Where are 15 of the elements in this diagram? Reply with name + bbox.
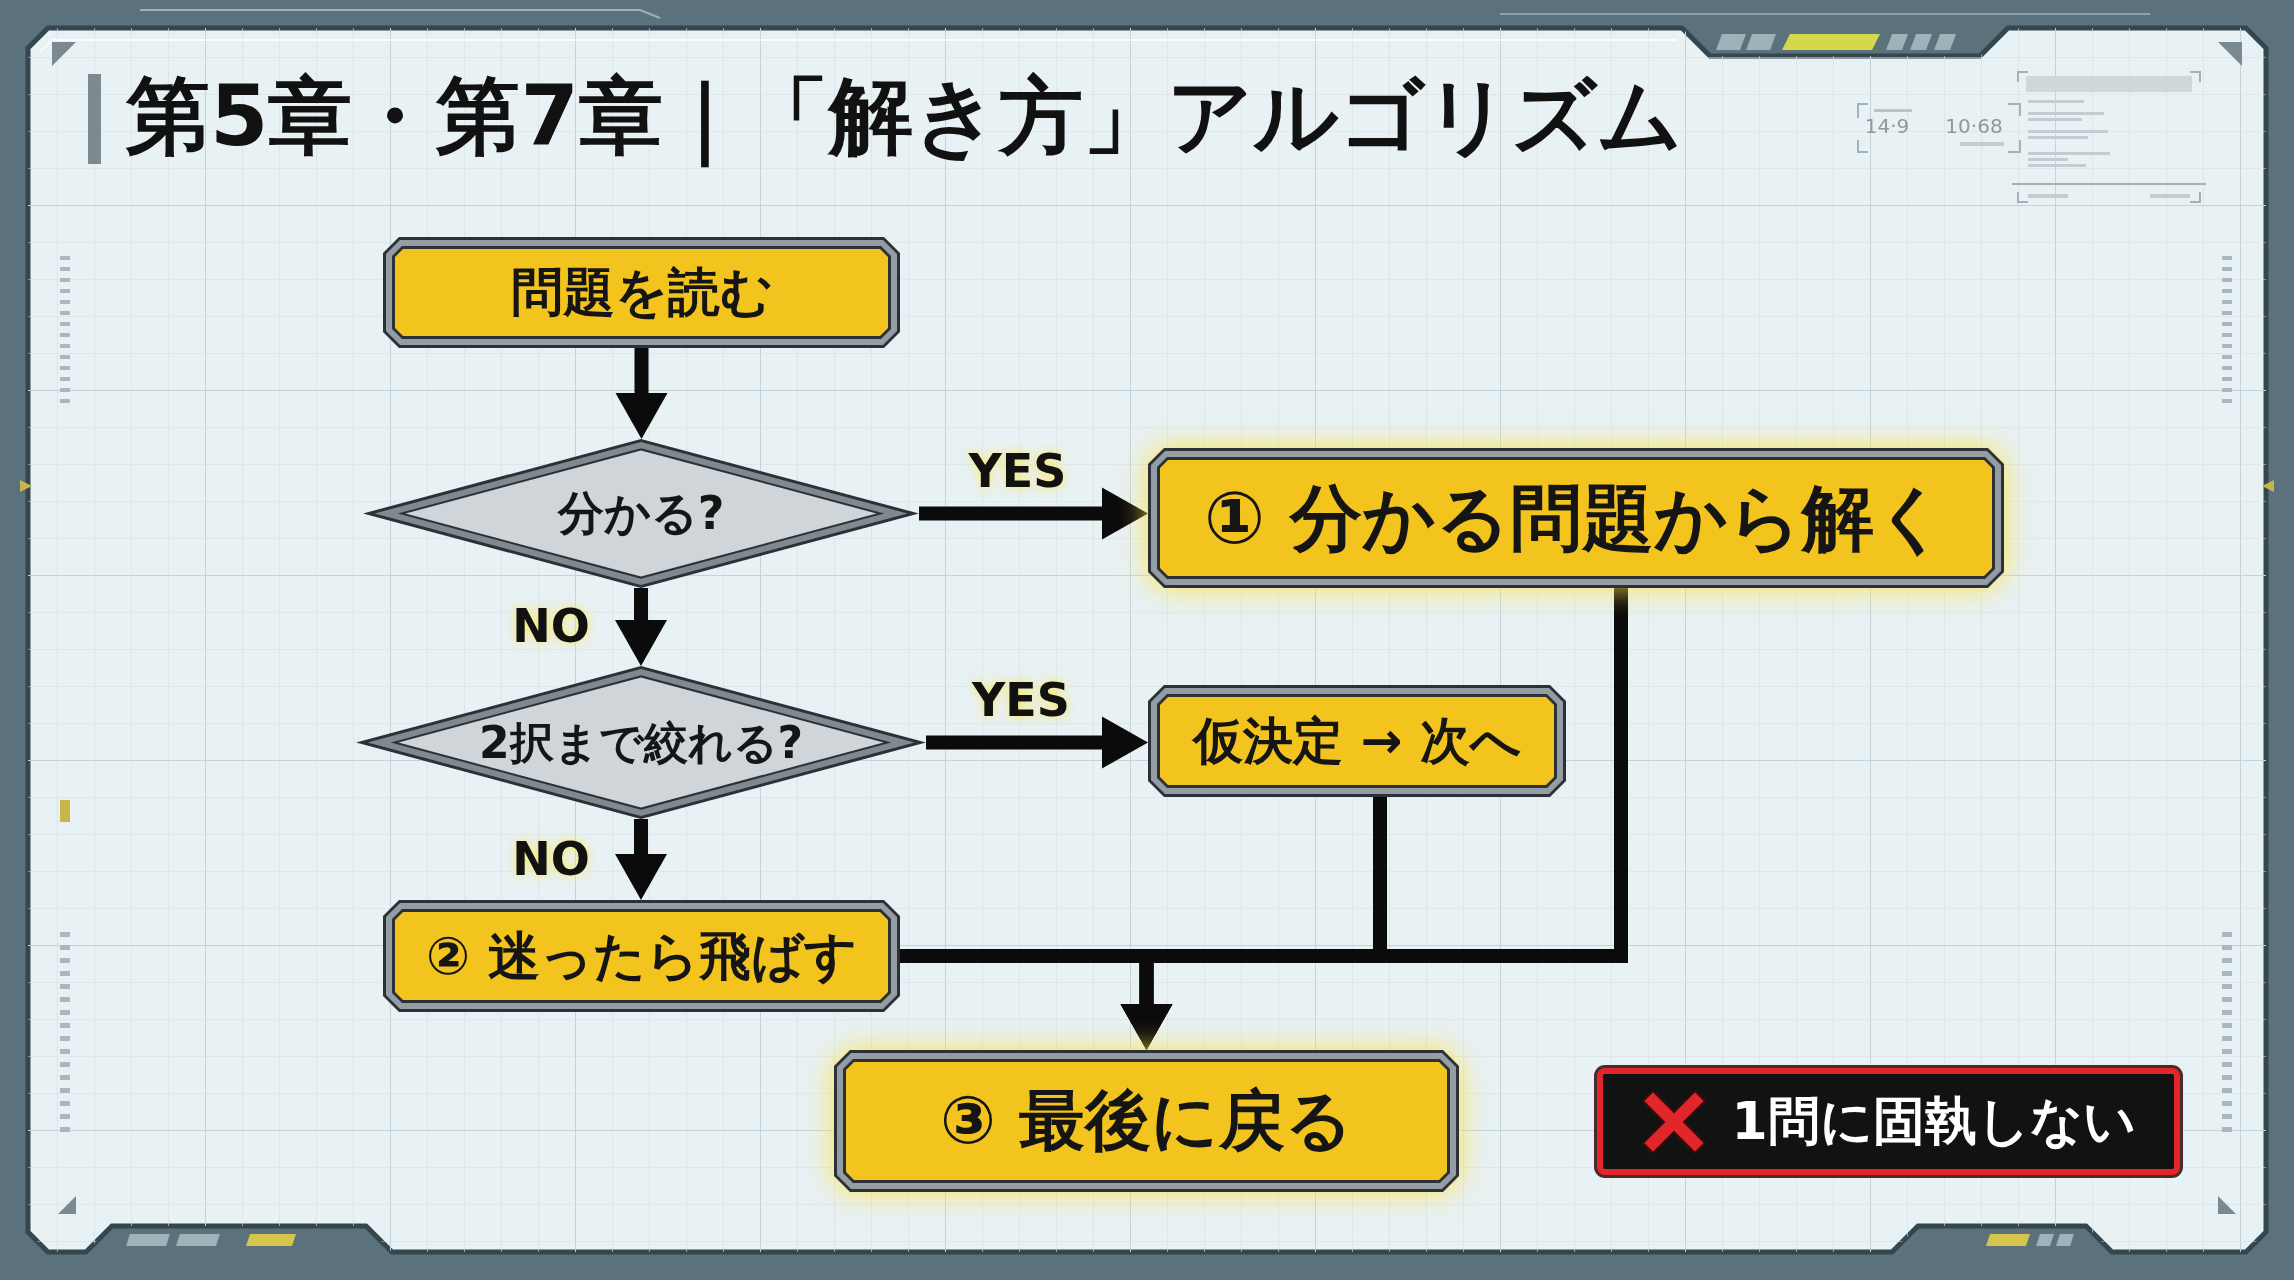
slide-title: 第5章・第7章｜「解き方」アルゴリズム bbox=[126, 62, 1683, 172]
edge-label: YES bbox=[972, 672, 1070, 729]
step-label: ③ 最後に戻る bbox=[940, 1080, 1353, 1161]
question-label: 分かる? bbox=[557, 484, 725, 542]
question-label: 2択まで絞れる? bbox=[478, 716, 804, 770]
step-label: ① 分かる問題から解く bbox=[1204, 475, 1948, 562]
step-label: 仮決定 → 次へ bbox=[1193, 710, 1521, 772]
edge-label: NO bbox=[512, 831, 590, 888]
edge-label: YES bbox=[968, 443, 1067, 500]
hud-readout-number: 10·68 bbox=[1945, 113, 2003, 139]
edge-label: NO bbox=[512, 599, 590, 655]
hud-readout-number: 14·9 bbox=[1864, 113, 1910, 139]
warning-text: 1問に固執しない bbox=[1731, 1090, 2136, 1153]
step-label: ② 迷ったら飛ばす bbox=[425, 924, 858, 988]
step-label: 問題を読む bbox=[510, 261, 773, 324]
